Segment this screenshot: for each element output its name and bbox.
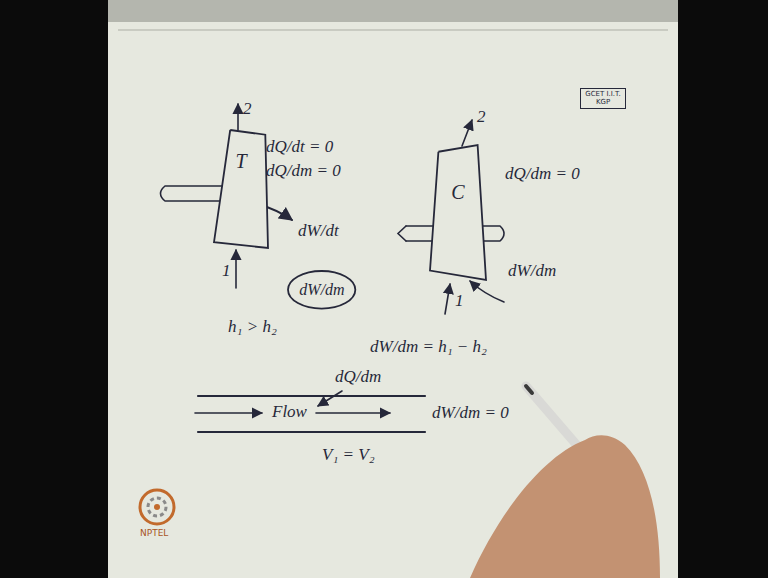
logo-ring	[148, 498, 166, 516]
flow-arrow	[316, 412, 390, 414]
pipe-wall	[198, 395, 425, 397]
board-note: dQ/dt = 0	[266, 138, 333, 157]
pipe-wall	[198, 431, 425, 433]
board-note: dQ/dm	[335, 368, 381, 387]
node-text: GCET I.I.T. KGP	[584, 91, 622, 106]
node-text: C	[430, 181, 486, 203]
work-arrow	[470, 281, 504, 302]
nptel-logo	[140, 490, 174, 524]
compressor-shape: C	[430, 145, 486, 280]
logo-center	[154, 504, 160, 510]
board-note: h₁ > h₂	[228, 318, 277, 337]
paper-top-band	[108, 0, 678, 22]
board-note: 1	[455, 292, 464, 311]
board-note: dW/dt	[298, 222, 339, 241]
hand-shape	[470, 435, 660, 578]
heat-arrow	[318, 391, 342, 406]
board-note: V₁ = V₂	[322, 446, 375, 465]
board-note: dQ/dm = 0	[266, 162, 341, 181]
board-note: dW/dm	[508, 262, 556, 281]
inlet-arrow	[235, 250, 237, 288]
outline	[430, 145, 486, 280]
outline-svg	[214, 130, 268, 248]
outline	[288, 271, 355, 309]
board-note: dQ/dm = 0	[505, 165, 580, 184]
circled-term: dW/dm	[287, 270, 356, 310]
paper-edge	[118, 29, 668, 31]
compressor-shaft-tip	[398, 226, 406, 241]
outlet-arrow	[237, 104, 239, 130]
outlet-arrow	[462, 120, 472, 146]
turbine-shaft-left	[161, 186, 229, 201]
logo-box: GCET I.I.T. KGP	[580, 88, 626, 109]
board-note: Flow	[272, 403, 307, 422]
board-note: dW/dm = 0	[432, 404, 509, 423]
inlet-arrow	[445, 284, 450, 314]
outline-svg	[430, 145, 486, 280]
logo-ring	[140, 490, 174, 524]
flow-arrow	[195, 412, 262, 414]
board-note: 2	[243, 100, 252, 119]
board-note: 1	[222, 262, 231, 281]
node-text: dW/dm	[287, 281, 356, 299]
board-note: dW/dm = h₁ − h₂	[370, 338, 487, 357]
turbine-shape: T	[214, 130, 268, 248]
outline	[214, 130, 268, 248]
board-note: 2	[477, 108, 486, 127]
logo-text: NPTEL	[140, 529, 168, 539]
node-text: T	[214, 150, 268, 172]
pen-tip	[526, 386, 532, 393]
paper	[108, 0, 678, 578]
ink-strokes	[161, 104, 505, 432]
